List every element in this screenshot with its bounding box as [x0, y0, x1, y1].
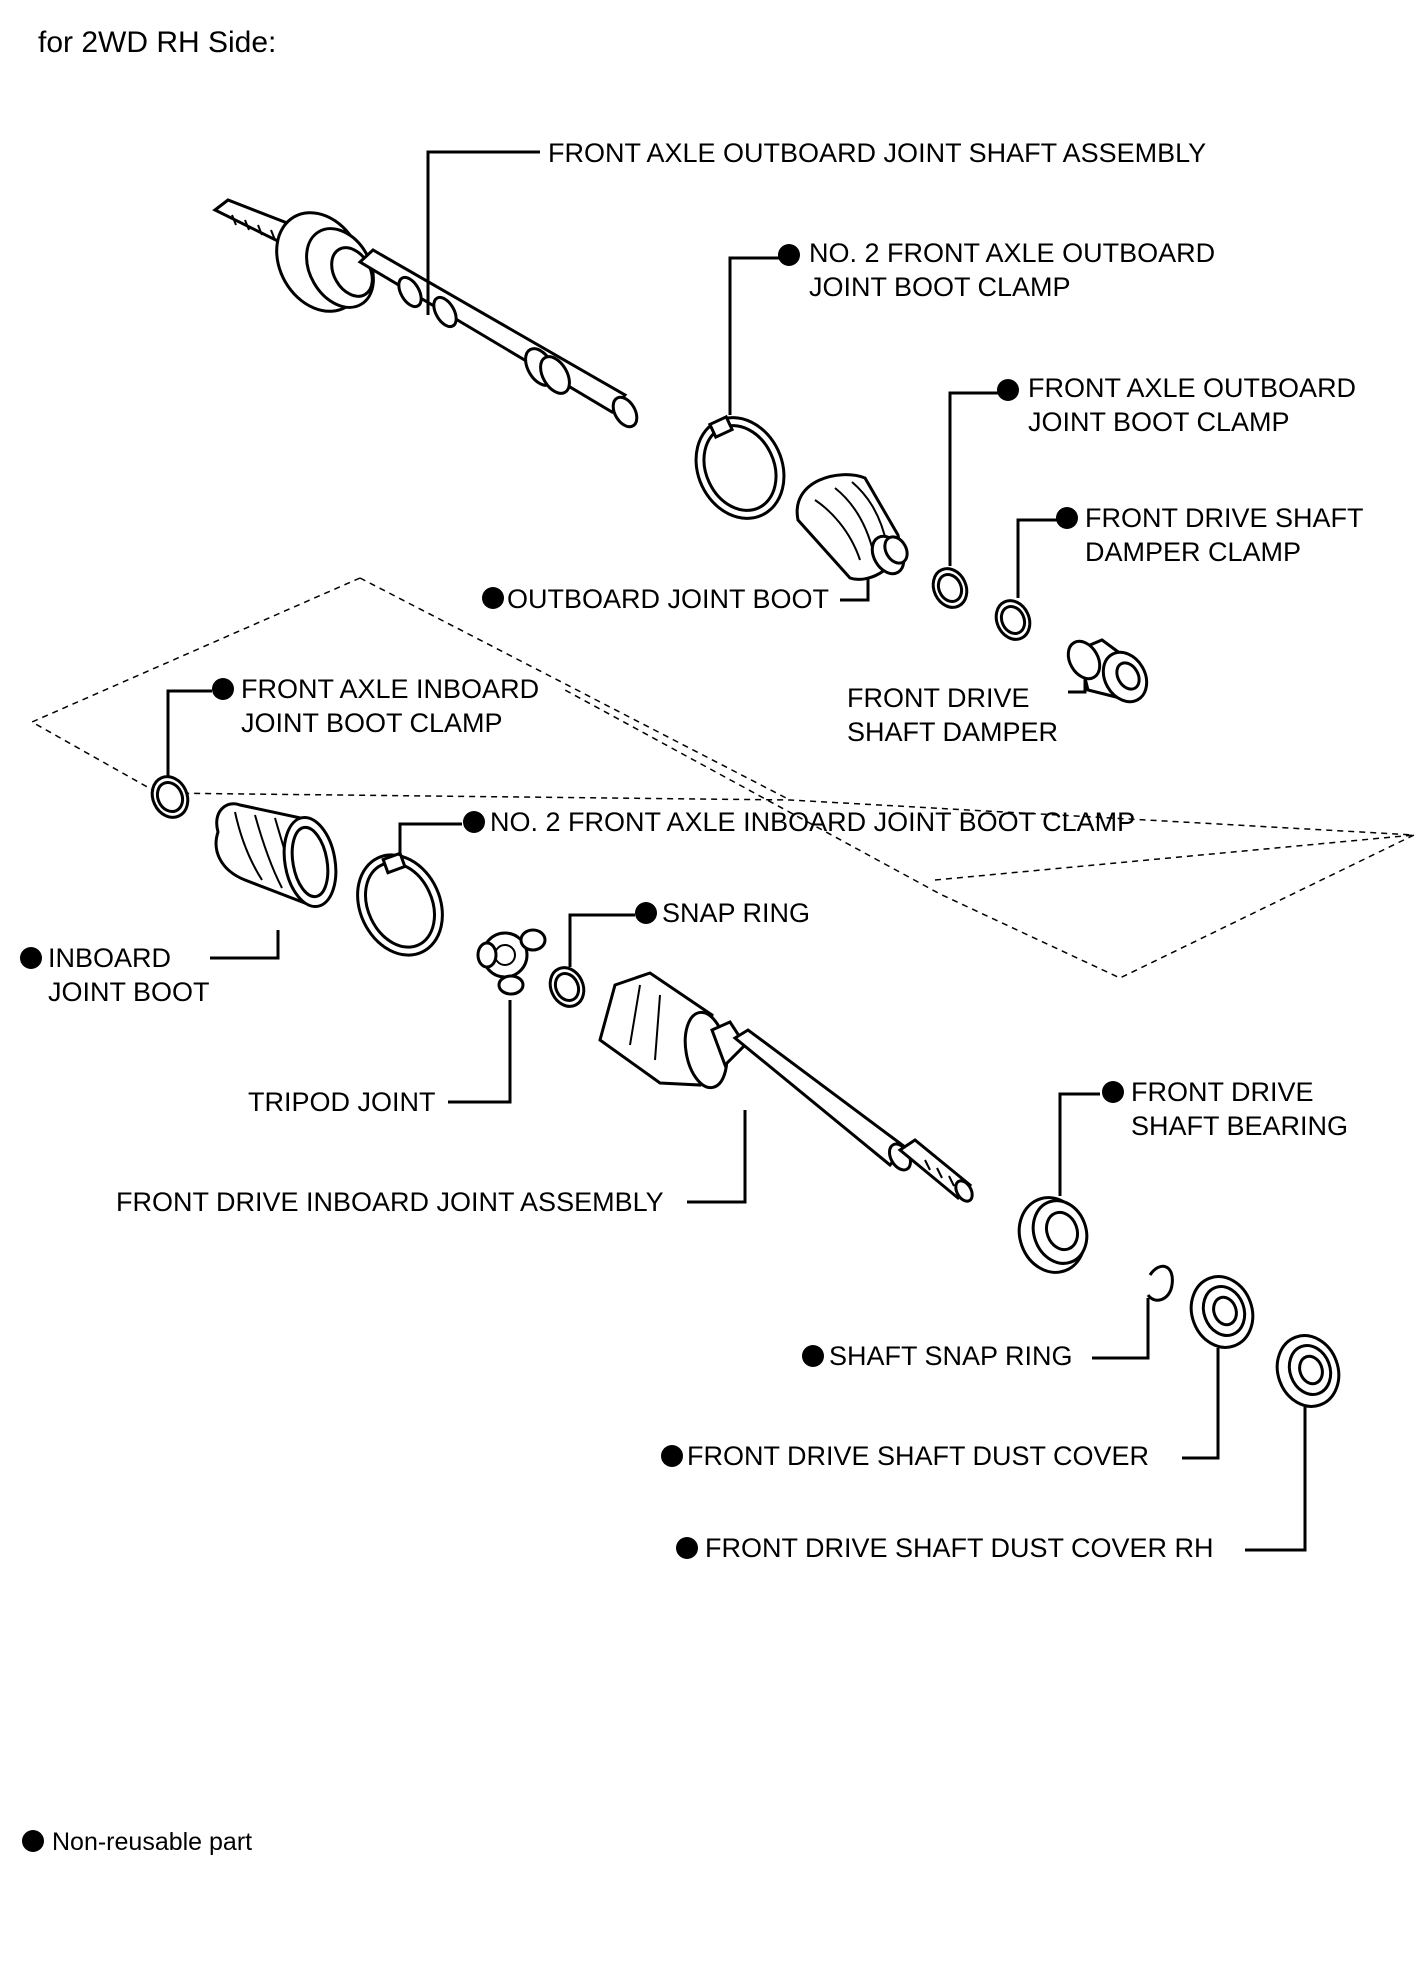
outboard-shaft-assembly-drawing	[212, 198, 639, 429]
label-outboard-clamp-line1: FRONT AXLE OUTBOARD	[1028, 373, 1356, 403]
non-reusable-marker	[482, 587, 504, 609]
non-reusable-marker	[778, 244, 800, 266]
legend-text: Non-reusable part	[52, 1828, 252, 1856]
label-bearing-line2: SHAFT BEARING	[1131, 1111, 1348, 1141]
non-reusable-marker	[212, 678, 234, 700]
label-shaft-snap-ring: SHAFT SNAP RING	[829, 1341, 1073, 1371]
non-reusable-marker	[997, 379, 1019, 401]
inboard-boot-drawing	[214, 802, 338, 909]
label-bearing-line1: FRONT DRIVE	[1131, 1077, 1314, 1107]
legend: Non-reusable part	[22, 1828, 252, 1856]
dust-cover-rh-drawing	[1275, 1334, 1341, 1408]
label-inboard-clamp-line1: FRONT AXLE INBOARD	[241, 674, 539, 704]
label-no2-outboard-clamp-line1: NO. 2 FRONT AXLE OUTBOARD	[809, 238, 1215, 268]
tripod-joint-drawing	[476, 928, 547, 996]
shaft-snap-ring-drawing	[1146, 1264, 1174, 1302]
non-reusable-marker	[635, 902, 657, 924]
label-outboard-shaft-assembly: FRONT AXLE OUTBOARD JOINT SHAFT ASSEMBLY	[548, 138, 1206, 168]
diagram-title: for 2WD RH Side:	[38, 26, 276, 59]
non-reusable-marker	[1056, 507, 1078, 529]
dust-cover-drawing	[1189, 1275, 1255, 1349]
label-damper-line1: FRONT DRIVE	[847, 683, 1030, 713]
non-reusable-marker	[463, 811, 485, 833]
label-snap-ring: SNAP RING	[662, 898, 810, 928]
label-inboard-joint-assembly: FRONT DRIVE INBOARD JOINT ASSEMBLY	[116, 1187, 664, 1217]
inboard-joint-assembly-drawing	[598, 971, 974, 1203]
non-reusable-marker	[1102, 1081, 1124, 1103]
non-reusable-marker-icon	[22, 1830, 44, 1852]
shaft-damper-drawing	[1066, 638, 1149, 704]
label-outboard-clamp-line2: JOINT BOOT CLAMP	[1028, 407, 1290, 437]
snap-ring-drawing	[548, 966, 586, 1008]
outboard-clamp-drawing	[931, 567, 969, 609]
label-inboard-clamp-line2: JOINT BOOT CLAMP	[241, 708, 503, 738]
outboard-boot-drawing	[795, 473, 909, 581]
no2-outboard-clamp-drawing	[694, 414, 786, 520]
label-damper-clamp-line2: DAMPER CLAMP	[1085, 537, 1301, 567]
label-inboard-boot-line2: JOINT BOOT	[48, 977, 210, 1007]
label-tripod-joint: TRIPOD JOINT	[248, 1087, 436, 1117]
label-no2-inboard-clamp: NO. 2 FRONT AXLE INBOARD JOINT BOOT CLAM…	[490, 807, 1135, 837]
non-reusable-marker	[802, 1345, 824, 1367]
non-reusable-marker	[676, 1537, 698, 1559]
label-no2-outboard-clamp-line2: JOINT BOOT CLAMP	[809, 272, 1071, 302]
label-inboard-boot-line1: INBOARD	[48, 943, 171, 973]
shaft-bearing-drawing	[1017, 1196, 1089, 1274]
damper-clamp-drawing	[994, 599, 1032, 641]
non-reusable-marker	[20, 947, 42, 969]
leader-lines	[166, 150, 1307, 1552]
non-reusable-marker	[661, 1445, 683, 1467]
label-dust-cover: FRONT DRIVE SHAFT DUST COVER	[687, 1441, 1149, 1471]
label-damper-clamp-line1: FRONT DRIVE SHAFT	[1085, 503, 1364, 533]
no2-inboard-clamp-drawing	[356, 851, 444, 957]
inboard-clamp-drawing	[150, 775, 190, 819]
label-outboard-boot: OUTBOARD JOINT BOOT	[507, 584, 829, 614]
label-damper-line2: SHAFT DAMPER	[847, 717, 1058, 747]
label-dust-cover-rh: FRONT DRIVE SHAFT DUST COVER RH	[705, 1533, 1214, 1563]
